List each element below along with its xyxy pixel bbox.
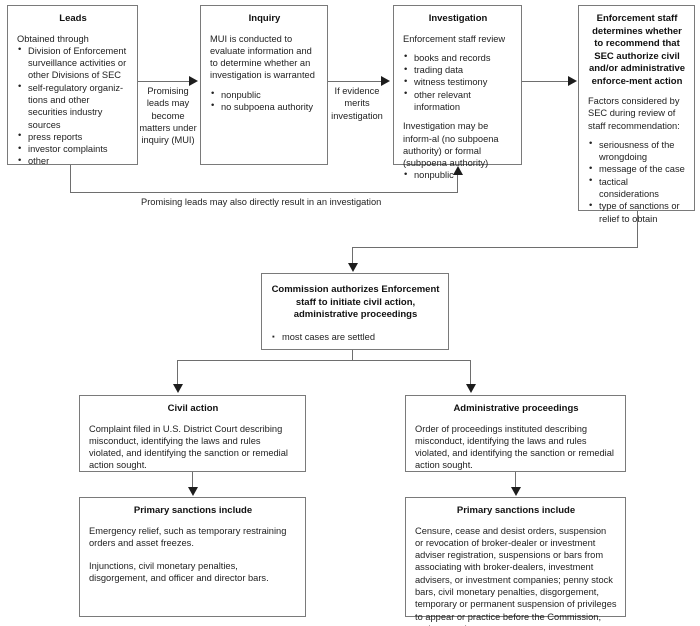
node-civil-sanctions-p2: Injunctions, civil monetary penalties, d… bbox=[89, 561, 269, 584]
node-investigation-note-bullets: nonpublic bbox=[403, 169, 513, 182]
list-item: self-regulatory organiz-tions and other … bbox=[17, 81, 129, 131]
node-civil-action-title: Civil action bbox=[167, 403, 219, 414]
connector-investigation-enforcement bbox=[522, 81, 570, 82]
node-civil-sanctions: Primary sanctions include Emergency reli… bbox=[79, 497, 306, 617]
node-investigation: Investigation Enforcement staff review b… bbox=[393, 5, 522, 182]
node-inquiry: Inquiry MUI is conducted to evaluate inf… bbox=[200, 5, 328, 165]
connector-enforcement-commission-left bbox=[352, 247, 638, 248]
connector-commission-split-down bbox=[352, 350, 353, 361]
list-item: nonpublic bbox=[210, 88, 319, 101]
edge-label-leads-investigation: Promising leads may also directly result… bbox=[141, 197, 382, 207]
edge-label-leads-inquiry: Promising leads may become matters under… bbox=[139, 86, 197, 146]
node-enforcement-staff-intro: Factors considered by SEC during review … bbox=[588, 96, 680, 131]
list-item: Division of Enforcement surveillance act… bbox=[17, 44, 129, 82]
list-item: other relevant information bbox=[403, 88, 513, 114]
connector-leads-loop-vertical bbox=[70, 165, 71, 193]
node-enforcement-staff: Enforcement staff determines whether to … bbox=[578, 5, 695, 224]
list-item: books and records bbox=[403, 51, 513, 64]
node-leads-intro: Obtained through bbox=[17, 33, 89, 44]
arrowhead-leads-investigation bbox=[453, 166, 463, 175]
connector-enforcement-commission-drop bbox=[352, 247, 353, 265]
list-item: witness testimony bbox=[403, 76, 513, 89]
list-item: investor complaints bbox=[17, 143, 129, 156]
node-admin-sanctions: Primary sanctions include Censure, cease… bbox=[405, 497, 626, 626]
node-admin-sanctions-title: Primary sanctions include bbox=[456, 505, 576, 516]
connector-leads-inquiry bbox=[138, 81, 190, 82]
node-inquiry-title: Inquiry bbox=[248, 13, 281, 24]
node-commission-bullets: most cases are settled bbox=[271, 331, 440, 344]
node-commission: Commission authorizes Enforcement staff … bbox=[261, 273, 449, 350]
list-item: most cases are settled bbox=[271, 331, 440, 344]
node-enforcement-staff-bullets: seriousness of the wrongdoing message of… bbox=[588, 138, 686, 225]
connector-split-right-drop bbox=[470, 360, 471, 385]
connector-admin-proceedings-sanctions bbox=[515, 472, 516, 488]
node-commission-title: Commission authorizes Enforcement staff … bbox=[271, 284, 440, 320]
node-enforcement-staff-title: Enforcement staff determines whether to … bbox=[588, 13, 686, 87]
arrowhead-investigation-enforcement bbox=[568, 76, 577, 86]
list-item: other bbox=[17, 155, 129, 168]
node-civil-sanctions-p1: Emergency relief, such as temporary rest… bbox=[89, 525, 287, 548]
node-civil-action-body: Complaint filed in U.S. District Court d… bbox=[89, 423, 288, 471]
node-administrative-proceedings: Administrative proceedings Order of proc… bbox=[405, 395, 626, 472]
node-civil-action: Civil action Complaint filed in U.S. Dis… bbox=[79, 395, 306, 472]
arrowhead-split-administrative-proceedings bbox=[466, 384, 476, 393]
node-leads-title: Leads bbox=[59, 13, 87, 24]
connector-inquiry-investigation bbox=[328, 81, 382, 82]
node-inquiry-bullets: nonpublic no subpoena authority bbox=[210, 88, 319, 114]
node-investigation-intro: Enforcement staff review bbox=[403, 33, 506, 44]
arrowhead-inquiry-investigation bbox=[381, 76, 390, 86]
connector-commission-split-bar bbox=[177, 360, 471, 361]
node-investigation-note: Investigation may be inform-al (no subpo… bbox=[403, 121, 499, 169]
list-item: no subpoena authority bbox=[210, 100, 319, 113]
node-administrative-proceedings-title: Administrative proceedings bbox=[453, 403, 579, 414]
list-item: tactical considerations bbox=[588, 175, 686, 201]
arrowhead-civil-action-sanctions bbox=[188, 487, 198, 496]
arrowhead-admin-proceedings-sanctions bbox=[511, 487, 521, 496]
connector-leads-loop-horizontal bbox=[70, 192, 458, 193]
node-leads: Leads Obtained through Division of Enfor… bbox=[7, 5, 138, 168]
node-investigation-title: Investigation bbox=[428, 13, 488, 24]
node-admin-sanctions-p1: Censure, cease and desist orders, suspen… bbox=[415, 525, 617, 626]
connector-split-left-drop bbox=[177, 360, 178, 385]
list-item: press reports bbox=[17, 130, 129, 143]
connector-leads-loop-up bbox=[457, 175, 458, 193]
node-administrative-proceedings-body: Order of proceedings instituted describi… bbox=[415, 423, 614, 471]
node-civil-sanctions-title: Primary sanctions include bbox=[133, 505, 253, 516]
arrowhead-enforcement-commission bbox=[348, 263, 358, 272]
edge-label-inquiry-investigation: If evidence merits investigation bbox=[331, 86, 383, 121]
node-leads-bullets: Division of Enforcement surveillance act… bbox=[17, 44, 129, 168]
list-item: type of sanctions or relief to obtain bbox=[588, 200, 686, 225]
arrowhead-leads-inquiry bbox=[189, 76, 198, 86]
node-investigation-bullets: books and records trading data witness t… bbox=[403, 51, 513, 114]
list-item: trading data bbox=[403, 64, 513, 77]
list-item: nonpublic bbox=[403, 169, 513, 182]
node-inquiry-intro: MUI is conducted to evaluate information… bbox=[210, 33, 315, 81]
list-item: seriousness of the wrongdoing bbox=[588, 138, 686, 164]
connector-enforcement-commission-down bbox=[637, 211, 638, 248]
list-item: message of the case bbox=[588, 163, 686, 176]
connector-civil-action-sanctions bbox=[192, 472, 193, 488]
arrowhead-split-civil-action bbox=[173, 384, 183, 393]
